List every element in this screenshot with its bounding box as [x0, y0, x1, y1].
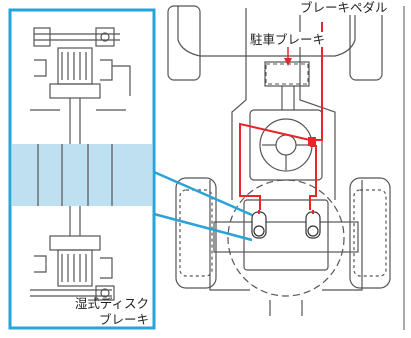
brake-disc-pair — [251, 211, 321, 239]
brake-line — [239, 22, 323, 210]
disc-band — [12, 144, 152, 206]
wet-disc-brake-label-line2: ブレーキ — [98, 312, 149, 327]
wet-disc-brake-label: 湿式ディスク ブレーキ — [75, 296, 149, 328]
parking-brake-label: 駐車ブレーキ — [248, 32, 328, 47]
brake-pedal-label: ブレーキペダル — [298, 0, 390, 15]
brake-pedal-marker — [308, 137, 316, 146]
tractor-chassis — [167, 5, 391, 316]
parking-brake-box — [265, 63, 309, 85]
wet-disc-brake-label-line1: 湿式ディスク — [74, 296, 149, 311]
wet-disc-brake-detail — [30, 27, 131, 301]
callout-leader — [153, 170, 253, 242]
